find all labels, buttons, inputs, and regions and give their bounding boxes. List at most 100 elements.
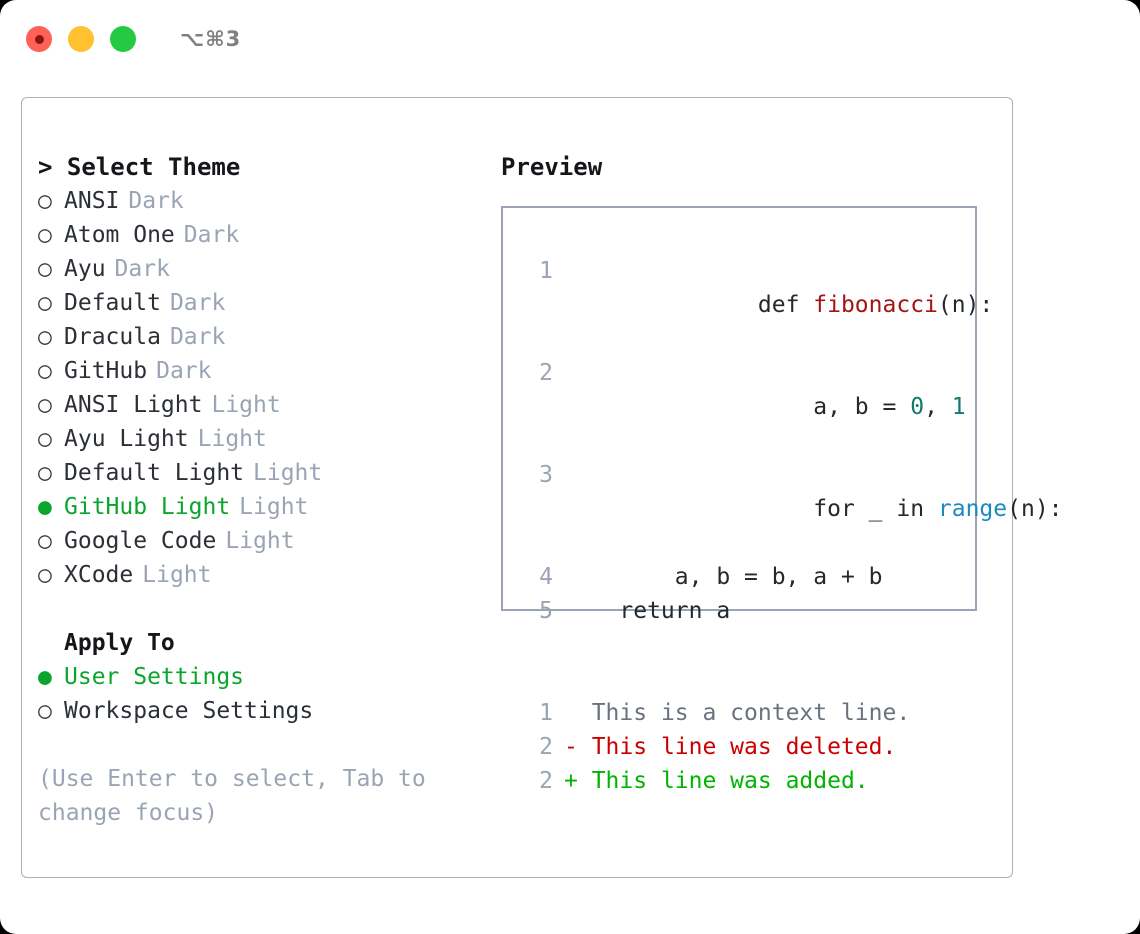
radio-icon: ○	[38, 256, 52, 282]
radio-selected-icon: ●	[38, 494, 52, 520]
code-line: 3 for _ in range(n):	[523, 458, 1062, 560]
code-blank-line	[523, 628, 975, 662]
radio-icon: ○	[38, 698, 52, 724]
radio-selected-icon: ●	[38, 664, 52, 690]
theme-option-category: Dark	[183, 222, 240, 248]
code-line: 2 a, b = 0, 1	[523, 356, 975, 458]
theme-picker-column: > Select Theme ○ ANSI Dark ○ Atom One Da…	[38, 150, 478, 830]
code-line: 1 def fibonacci(n):	[523, 254, 993, 356]
theme-option-default-dark[interactable]: ○ Default Dark	[38, 286, 478, 320]
radio-icon: ○	[38, 460, 52, 486]
theme-option-xcode[interactable]: ○ XCode Light	[38, 558, 478, 592]
diff-text: This line was deleted.	[577, 734, 897, 760]
theme-option-label: ANSI Light	[64, 392, 203, 418]
minimize-button-icon[interactable]	[68, 26, 94, 52]
diff-line-context: 1 This is a context line.	[523, 696, 975, 730]
radio-icon: ○	[38, 528, 52, 554]
list-spacer	[38, 592, 478, 626]
diff-marker	[564, 696, 578, 730]
line-number: 5	[539, 598, 553, 624]
theme-option-category: Light	[225, 528, 295, 554]
theme-option-category: Light	[253, 460, 323, 486]
line-number: 1	[539, 258, 553, 284]
theme-option-category: Dark	[128, 188, 184, 214]
radio-icon: ○	[38, 562, 52, 588]
code-content: a, b = 0, 1	[564, 356, 966, 458]
line-number: 3	[539, 462, 553, 488]
code-content: a, b = b, a + b	[564, 564, 883, 590]
preview-box: 1 def fibonacci(n): 2 a, b = 0, 1 3	[501, 206, 1063, 794]
code-token-call: range	[937, 496, 1008, 522]
theme-option-label: ANSI	[64, 188, 120, 214]
code-token: def	[757, 292, 814, 318]
window-titlebar: ⌥⌘3	[0, 0, 1140, 78]
theme-option-label: GitHub	[64, 358, 148, 384]
apply-to-option-list: ● User Settings ○ Workspace Settings	[38, 660, 478, 728]
code-token-number: 1	[951, 394, 966, 420]
theme-option-atom-one-dark[interactable]: ○ Atom One Dark	[38, 218, 478, 252]
code-line: 5 return a	[523, 594, 975, 628]
line-number: 2	[539, 768, 553, 794]
code-token: (n):	[1007, 496, 1063, 522]
theme-option-label: Atom One	[64, 222, 175, 248]
window-title: ⌥⌘3	[180, 27, 242, 51]
theme-option-ansi-dark[interactable]: ○ ANSI Dark	[38, 184, 478, 218]
theme-option-github-light[interactable]: ● GitHub Light Light	[38, 490, 478, 524]
apply-to-option-user-settings[interactable]: ● User Settings	[38, 660, 478, 694]
code-line: 4 a, b = b, a + b	[523, 560, 975, 594]
preview-column: Preview 1 def fibonacci(n): 2 a, b = 0, …	[501, 150, 1063, 794]
theme-option-category: Light	[197, 426, 267, 452]
theme-option-dracula-dark[interactable]: ○ Dracula Dark	[38, 320, 478, 354]
theme-option-github-dark[interactable]: ○ GitHub Dark	[38, 354, 478, 388]
line-number: 2	[539, 360, 553, 386]
theme-option-ayu-light[interactable]: ○ Ayu Light Light	[38, 422, 478, 456]
radio-icon: ○	[38, 358, 52, 384]
theme-option-ansi-light[interactable]: ○ ANSI Light Light	[38, 388, 478, 422]
apply-to-option-label: User Settings	[64, 664, 245, 690]
line-number: 4	[539, 564, 553, 590]
code-content: def fibonacci(n):	[564, 254, 993, 356]
theme-option-google-code[interactable]: ○ Google Code Light	[38, 524, 478, 558]
theme-option-category: Light	[211, 392, 281, 418]
radio-icon: ○	[38, 426, 52, 452]
code-blank-line	[523, 662, 975, 696]
theme-option-label: Default	[64, 290, 161, 316]
theme-option-label: Dracula	[64, 324, 161, 350]
theme-option-label: Ayu Light	[64, 426, 189, 452]
radio-icon: ○	[38, 324, 52, 350]
radio-icon: ○	[38, 188, 52, 214]
keyboard-hint-text: (Use Enter to select, Tab to change focu…	[38, 766, 426, 826]
theme-option-label: Ayu	[64, 256, 106, 282]
code-token-function: fibonacci	[813, 292, 938, 318]
radio-icon: ○	[38, 222, 52, 248]
diff-text: This line was added.	[577, 768, 869, 794]
code-token-number: 0	[910, 394, 925, 420]
line-number: 2	[539, 734, 553, 760]
theme-option-label: Default Light	[64, 460, 245, 486]
apply-to-option-workspace-settings[interactable]: ○ Workspace Settings	[38, 694, 478, 728]
theme-option-label: XCode	[64, 562, 134, 588]
maximize-button-icon[interactable]	[110, 26, 136, 52]
code-token: for _ in	[757, 496, 938, 522]
code-token: a, b =	[757, 394, 911, 420]
radio-icon: ○	[38, 392, 52, 418]
code-content: for _ in range(n):	[564, 458, 1063, 560]
apply-to-header: Apply To	[64, 630, 175, 656]
hint-spacer	[38, 728, 478, 762]
diff-text: This is a context line.	[577, 700, 911, 726]
diff-marker: -	[564, 734, 578, 760]
theme-option-category: Light	[142, 562, 212, 588]
theme-option-label: GitHub Light	[64, 494, 231, 520]
code-token: (n):	[937, 292, 994, 318]
close-button-icon[interactable]	[26, 26, 52, 52]
theme-option-label: Google Code	[64, 528, 217, 554]
traffic-light-buttons	[26, 26, 136, 52]
theme-option-category: Dark	[169, 290, 226, 316]
theme-option-category: Dark	[169, 324, 226, 350]
diff-line-deleted: 2 - This line was deleted.	[523, 730, 975, 764]
theme-option-ayu-dark[interactable]: ○ Ayu Dark	[38, 252, 478, 286]
theme-option-default-light[interactable]: ○ Default Light Light	[38, 456, 478, 490]
radio-icon: ○	[38, 290, 52, 316]
diff-marker: +	[564, 768, 578, 794]
